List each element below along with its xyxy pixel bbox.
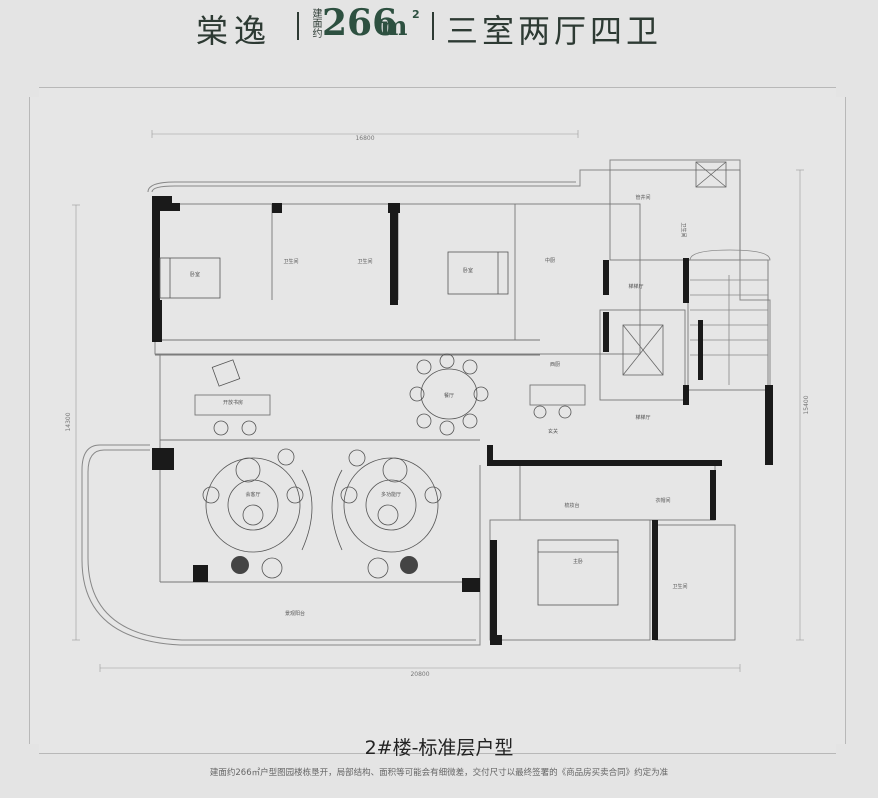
- room-label-elevator-hall-2: 梯梯厅: [635, 414, 650, 421]
- dimension-left: 14300: [65, 412, 72, 431]
- title-separator: [297, 12, 299, 40]
- room-label-entrance: 玄关: [548, 428, 558, 435]
- dimension-top: 16800: [355, 135, 374, 142]
- disclaimer: 建面约266㎡户型图园楼栋垦开，局部结构、面积等可能会有细微差，交付尺寸以最终签…: [209, 768, 669, 778]
- room-label-bedroom-1: 卧室: [190, 271, 200, 278]
- room-label-pipe-room: 管井间: [635, 194, 650, 201]
- room-label-kitchen: 中厨: [545, 257, 555, 264]
- area-unit: m: [380, 12, 408, 42]
- room-label-study: 开放书房: [223, 399, 243, 406]
- layout-type: 三室两厅四卫: [446, 12, 663, 50]
- room-label-western-kitchen: 西厨: [550, 362, 560, 368]
- dimension-bottom: 20800: [410, 671, 429, 678]
- header: 棠逸 建面约 266 m 2 三室两厅四卫: [0, 0, 878, 50]
- room-label-multi-hall: 多功能厅: [381, 491, 401, 498]
- room-label-bathroom-3: 卫生间: [680, 222, 687, 237]
- room-label-lounge: 会客厅: [245, 491, 260, 498]
- room-label-makeup: 梳妆台: [564, 502, 579, 509]
- room-label-dining: 餐厅: [444, 392, 454, 399]
- project-name: 棠逸: [196, 12, 273, 50]
- area-value: 266: [322, 2, 398, 44]
- room-label-bathroom-2: 卫生间: [357, 258, 372, 265]
- plan-title: 2#楼-标准层户型: [364, 737, 514, 759]
- room-label-balcony: 景观阳台: [285, 610, 305, 617]
- room-label-dressing: 衣帽间: [655, 497, 670, 504]
- dimension-right: 15400: [803, 395, 810, 414]
- room-label-elevator-hall: 梯梯厅: [628, 283, 643, 290]
- room-label-bathroom-1: 卫生间: [283, 258, 298, 265]
- area-unit-superscript: 2: [412, 8, 420, 21]
- area-label: 建面约: [310, 8, 321, 38]
- room-label-master-bedroom: 主卧: [573, 558, 583, 565]
- room-label-bedroom-2: 卧室: [463, 267, 473, 274]
- title-separator: [432, 12, 434, 40]
- room-label-bathroom-4: 卫生间: [672, 583, 687, 590]
